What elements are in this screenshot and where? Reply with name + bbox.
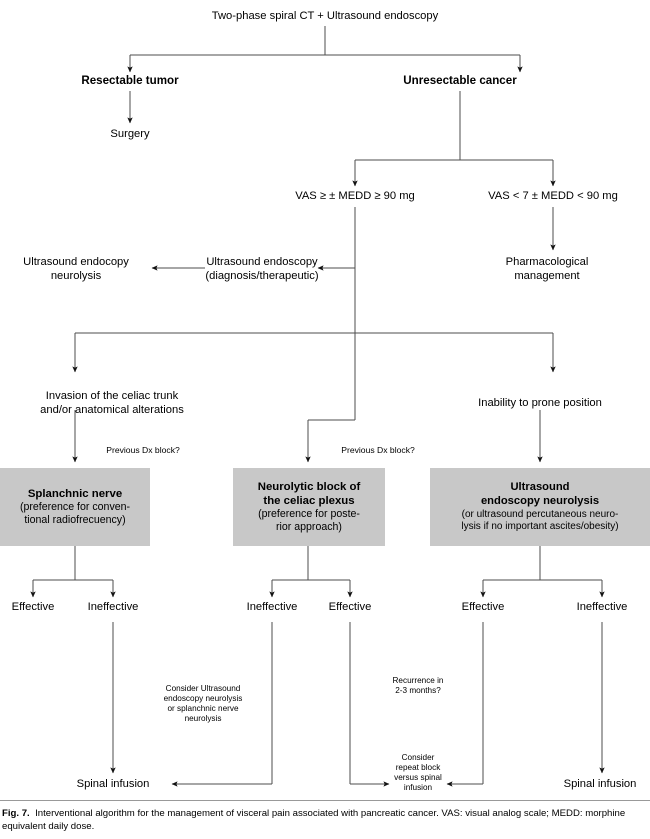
- node-spinal-infusion-left: Spinal infusion: [76, 778, 150, 790]
- box-splanchnic-nerve[interactable]: Splanchnic nerve (preference for conven-…: [0, 468, 150, 546]
- label-ineffective-2: Ineffective: [246, 601, 298, 613]
- box-neurolytic-block-body: (preference for poste- rior approach): [258, 508, 360, 534]
- node-surgery: Surgery: [110, 128, 150, 140]
- node-vas-low: VAS < 7 ± MEDD < 90 mg: [488, 190, 618, 202]
- label-effective-2: Effective: [328, 601, 372, 613]
- node-inability-prone-position: Inability to prone position: [478, 397, 602, 409]
- annotation-consider-repeat-block: Consider repeat block versus spinal infu…: [394, 753, 442, 792]
- box-ultrasound-endoscopy-neurolysis[interactable]: Ultrasound endoscopy neurolysis (or ultr…: [430, 468, 650, 546]
- annotation-recurrence: Recurrence in 2-3 months?: [392, 676, 444, 695]
- node-resectable-tumor: Resectable tumor: [81, 74, 179, 87]
- node-unresectable-cancer: Unresectable cancer: [403, 74, 517, 87]
- node-invasion-celiac-trunk: Invasion of the celiac trunk and/or anat…: [40, 390, 184, 416]
- node-ultrasound-endocopy-neurolysis: Ultrasound endocopy neurolysis: [23, 256, 129, 282]
- figure-caption-text: Interventional algorithm for the managem…: [2, 808, 626, 833]
- box-ultrasound-neurolysis-body: (or ultrasound percutaneous neuro- lysis…: [461, 508, 619, 532]
- node-root: Two-phase spiral CT + Ultrasound endosco…: [211, 10, 439, 22]
- box-splanchnic-nerve-heading: Splanchnic nerve: [27, 487, 123, 500]
- box-neurolytic-block-heading: Neurolytic block of the celiac plexus: [257, 480, 361, 507]
- label-previous-dx-block-left: Previous Dx block?: [106, 445, 180, 455]
- label-effective-3: Effective: [461, 601, 505, 613]
- label-effective-1: Effective: [11, 601, 55, 613]
- figure-number: Fig. 7.: [2, 808, 30, 819]
- box-ultrasound-neurolysis-heading: Ultrasound endoscopy neurolysis: [480, 480, 600, 507]
- node-ultrasound-endoscopy: Ultrasound endoscopy (diagnosis/therapeu…: [205, 256, 319, 282]
- figure-caption: Fig. 7. Interventional algorithm for the…: [0, 800, 650, 833]
- label-ineffective-3: Ineffective: [576, 601, 628, 613]
- annotation-consider-ultrasound: Consider Ultrasound endoscopy neurolysis…: [163, 684, 243, 723]
- label-previous-dx-block-middle: Previous Dx block?: [341, 445, 415, 455]
- label-ineffective-1: Ineffective: [87, 601, 139, 613]
- box-splanchnic-nerve-body: (preference for conven- tional radiofrec…: [19, 500, 131, 527]
- node-vas-high: VAS ≥ ± MEDD ≥ 90 mg: [295, 190, 415, 202]
- node-spinal-infusion-right: Spinal infusion: [563, 778, 637, 790]
- node-pharmacological-management: Pharmacological management: [505, 256, 589, 282]
- box-neurolytic-block-celiac-plexus[interactable]: Neurolytic block of the celiac plexus (p…: [233, 468, 385, 546]
